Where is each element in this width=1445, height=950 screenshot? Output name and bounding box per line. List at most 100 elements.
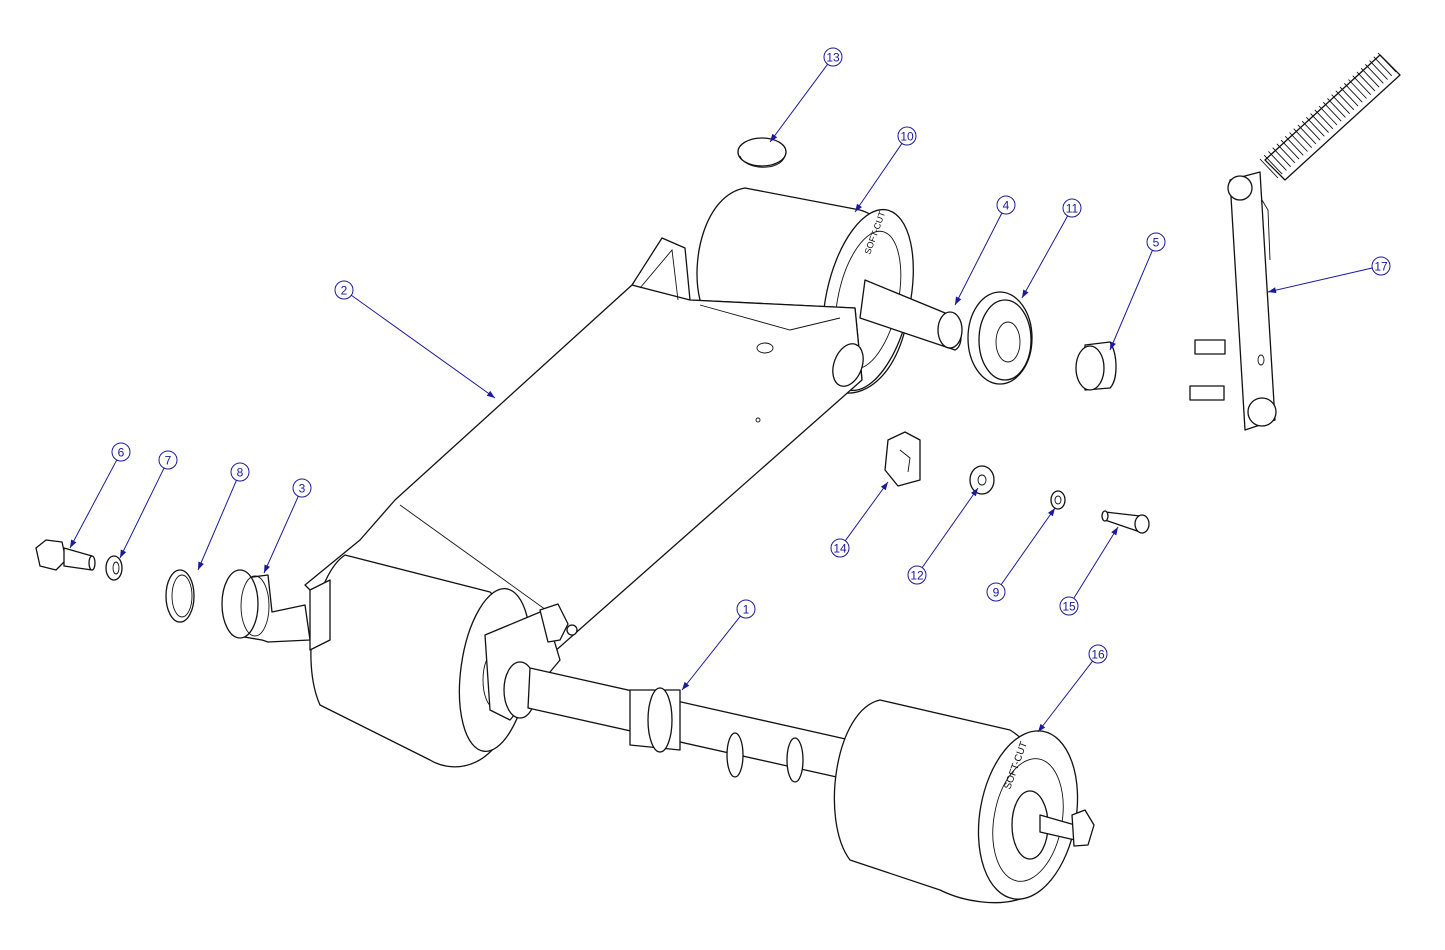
leader-line-13	[769, 63, 829, 143]
leader-line-4	[954, 212, 1003, 306]
balloon-label-7: 7	[165, 454, 172, 468]
leader-arrow-5	[1110, 341, 1116, 350]
leader-arrow-3	[264, 564, 271, 573]
leader-line-3	[263, 496, 299, 574]
balloon-label-8: 8	[237, 466, 244, 480]
leader-arrow-12	[970, 488, 978, 497]
leader-arrow-13	[770, 133, 778, 142]
balloon-14: 14	[830, 481, 889, 558]
leader-line-5	[1109, 250, 1153, 351]
balloon-circle-3	[292, 478, 312, 498]
part-17-tension-link	[1189, 52, 1401, 431]
leader-line-17	[1267, 267, 1373, 293]
balloon-circle-16	[1088, 644, 1108, 664]
balloon-circle-11	[1062, 198, 1082, 218]
leader-line-12	[921, 487, 979, 568]
balloon-label-5: 5	[1153, 236, 1160, 250]
balloon-label-1: 1	[743, 603, 750, 617]
part-7-split-washer	[105, 555, 123, 581]
part-5-spacer	[1075, 341, 1117, 391]
leader-arrow-2	[486, 390, 495, 398]
leader-line-1	[681, 615, 741, 691]
part-13-cap	[737, 137, 787, 168]
balloon-4: 4	[954, 195, 1016, 306]
balloon-2: 2	[334, 280, 496, 399]
leader-line-8	[197, 480, 237, 571]
balloon-label-6: 6	[118, 446, 125, 460]
balloon-16: 16	[1037, 644, 1108, 733]
balloon-label-16: 16	[1091, 648, 1105, 662]
part-8-retaining-ring	[165, 569, 195, 623]
balloon-10: 10	[854, 126, 917, 213]
balloon-label-11: 11	[1066, 202, 1079, 216]
part-9-lock-washer	[1050, 490, 1066, 510]
balloon-circle-13	[823, 47, 843, 67]
balloon-circle-6	[111, 442, 131, 462]
balloon-12: 12	[907, 487, 979, 585]
balloon-label-2: 2	[341, 284, 348, 298]
balloon-circle-15	[1059, 596, 1079, 616]
balloon-17: 17	[1267, 256, 1391, 294]
leader-line-10	[854, 143, 903, 213]
leader-line-6	[69, 459, 118, 549]
part-11-bearing	[967, 291, 1033, 385]
balloon-label-12: 12	[910, 569, 924, 583]
leader-arrow-11	[1022, 289, 1029, 298]
part-6-hex-bolt	[35, 539, 96, 571]
leader-arrow-15	[1111, 527, 1118, 536]
part-3-bushing	[221, 569, 311, 643]
balloon-1: 1	[681, 599, 756, 691]
leader-arrow-10	[855, 203, 862, 212]
leader-line-7	[119, 467, 165, 559]
leader-arrow-7	[120, 549, 127, 558]
leader-arrow-14	[880, 482, 888, 491]
leader-line-14	[844, 481, 889, 542]
leader-line-11	[1021, 215, 1069, 299]
balloon-label-10: 10	[900, 130, 914, 144]
balloon-label-13: 13	[826, 51, 840, 65]
balloon-8: 8	[197, 462, 250, 571]
balloon-13: 13	[769, 47, 843, 143]
balloon-label-17: 17	[1374, 260, 1388, 274]
balloon-circle-4	[996, 195, 1016, 215]
balloon-circle-5	[1146, 232, 1166, 252]
balloon-circle-14	[830, 538, 850, 558]
balloon-3: 3	[263, 478, 312, 574]
balloon-circle-9	[986, 582, 1006, 602]
part-12-washer	[969, 465, 995, 495]
spring	[1259, 52, 1401, 181]
part-4-axle-pin	[859, 279, 963, 351]
balloon-circle-12	[907, 565, 927, 585]
balloon-label-15: 15	[1062, 600, 1076, 614]
leader-arrow-6	[70, 539, 77, 548]
balloon-circle-2	[334, 280, 354, 300]
leader-line-2	[351, 294, 496, 399]
balloon-6: 6	[69, 442, 131, 549]
leader-arrow-9	[1047, 508, 1055, 517]
balloon-circle-7	[158, 450, 178, 470]
balloon-circle-1	[736, 599, 756, 619]
balloon-label-3: 3	[299, 482, 306, 496]
part-15-cap-screw	[1101, 510, 1150, 534]
balloon-7: 7	[119, 450, 178, 559]
balloon-label-4: 4	[1003, 199, 1010, 213]
leader-line-16	[1037, 660, 1093, 733]
balloon-label-14: 14	[833, 542, 847, 556]
balloon-11: 11	[1021, 198, 1082, 299]
leader-arrow-16	[1038, 723, 1046, 732]
leader-arrow-1	[682, 681, 690, 690]
leader-line-9	[1000, 507, 1056, 585]
part-1-shaft	[527, 667, 851, 783]
part-14-clip	[884, 431, 921, 487]
balloon-5: 5	[1109, 232, 1166, 351]
balloon-circle-8	[230, 462, 250, 482]
leader-line-15	[1073, 526, 1119, 599]
balloon-9: 9	[986, 507, 1056, 602]
balloon-circle-10	[897, 126, 917, 146]
leader-arrow-4	[955, 296, 962, 305]
leader-arrow-8	[198, 561, 204, 570]
leader-arrow-17	[1268, 287, 1277, 294]
